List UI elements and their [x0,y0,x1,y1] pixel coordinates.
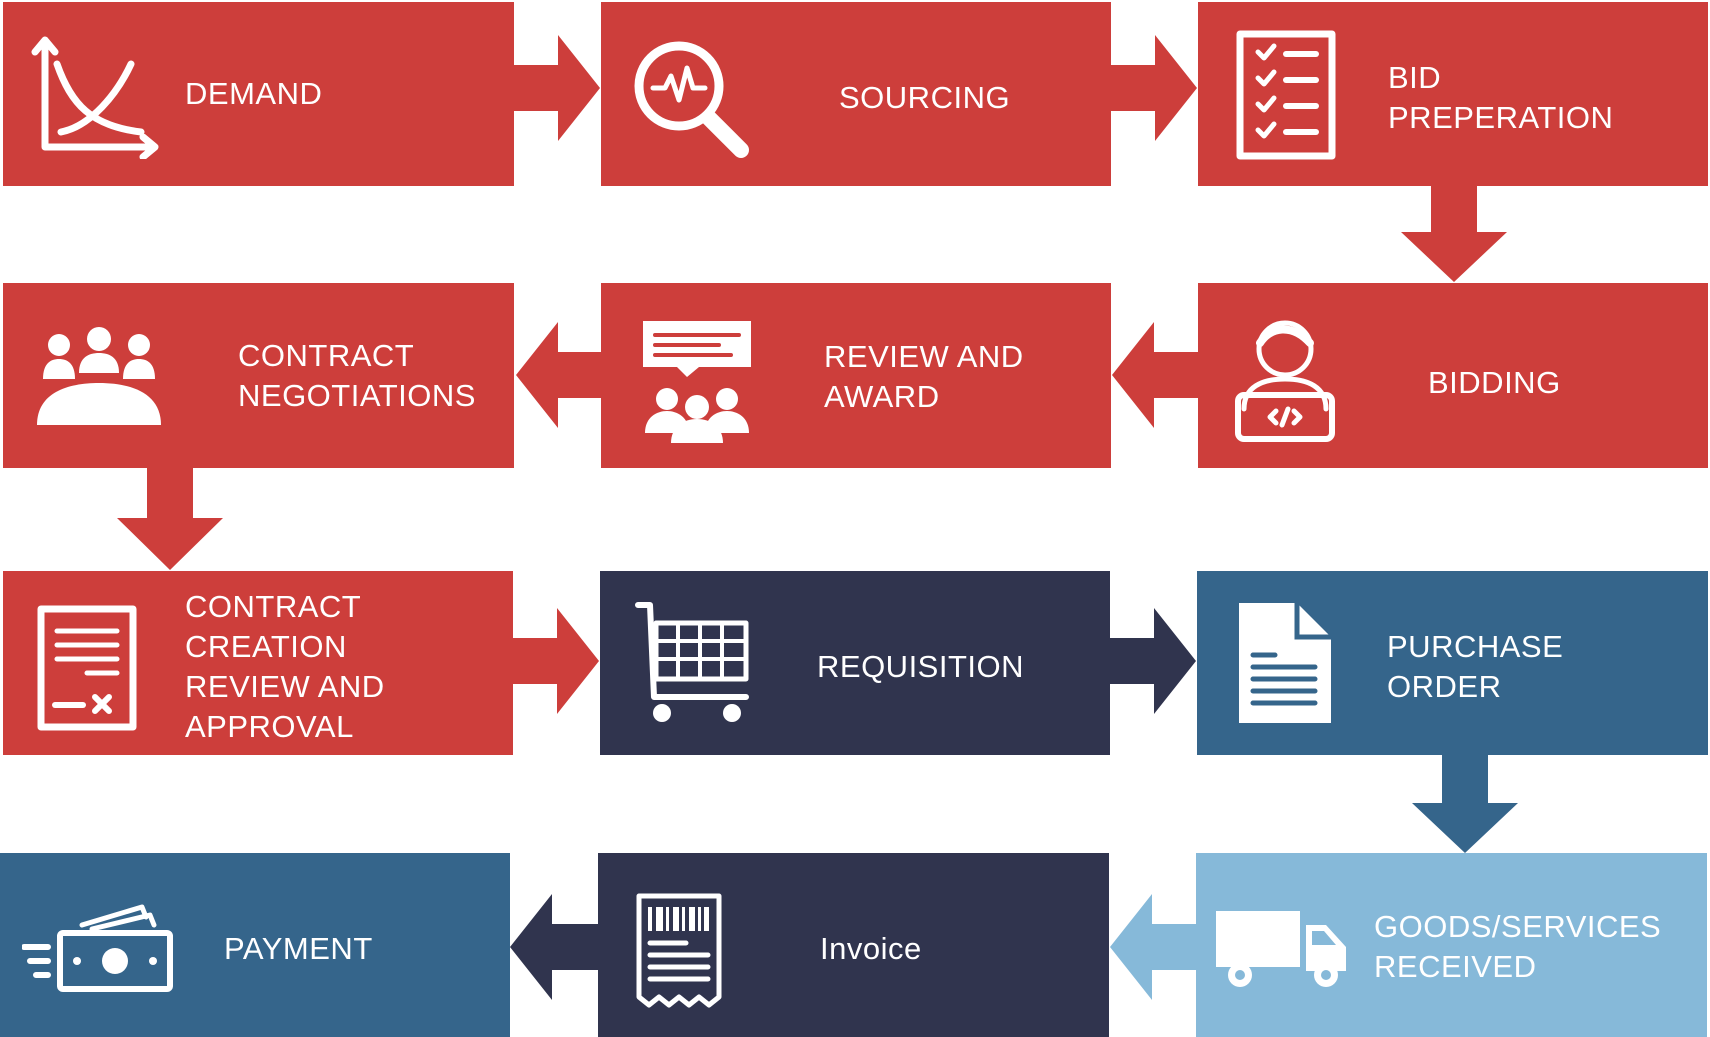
arrow-right [1110,608,1196,714]
step-label: DEMAND [185,76,323,111]
step-invoice: Invoice [598,853,1109,1037]
meeting-table-icon [37,327,161,425]
arrow-down [117,468,223,570]
arrow-right [513,608,599,714]
cash-icon [22,904,173,992]
developer-laptop-icon [1235,320,1335,442]
step-label: SOURCING [839,80,1011,115]
step-review-award: REVIEW AND AWARD [601,283,1111,468]
arrow-right [514,35,600,141]
magnifier-pulse-icon [634,41,749,158]
step-purchase-order: PURCHASE ORDER [1197,571,1708,755]
shopping-cart-icon [635,602,749,722]
arrow-left [1110,894,1197,1000]
step-contract-negotiations: CONTRACT NEGOTIATIONS [3,283,514,468]
step-label: Invoice [820,931,922,966]
step-label: PAYMENT [224,931,373,966]
step-label: REQUISITION [817,649,1025,684]
step-requisition: REQUISITION [600,571,1110,755]
step-contract-creation: CONTRACT CREATION REVIEW AND APPROVAL [3,571,513,755]
step-payment: PAYMENT [0,853,510,1037]
step-label: PURCHASE ORDER [1387,629,1564,704]
step-label: CONTRACT NEGOTIATIONS [238,338,476,413]
step-label: REVIEW AND AWARD [824,339,1024,414]
arrow-down [1412,755,1518,853]
arrow-left [516,322,602,428]
arrow-left [510,894,598,1000]
document-icon [1239,603,1331,723]
step-bidding: BIDDING [1198,283,1708,468]
demand-curve-icon [31,36,159,159]
arrow-left [1112,322,1199,428]
step-label: CONTRACT CREATION REVIEW AND APPROVAL [185,589,385,744]
delivery-truck-icon [1216,911,1346,987]
arrow-down [1401,186,1507,282]
step-label: BID PREPERATION [1388,60,1614,135]
step-label: GOODS/SERVICES RECEIVED [1374,909,1662,984]
step-goods-received: GOODS/SERVICES RECEIVED [1196,853,1707,1037]
receipt-icon [636,893,722,1008]
step-bid-preparation: BID PREPERATION [1198,2,1708,186]
chat-group-icon [643,321,751,443]
step-label: BIDDING [1428,365,1561,400]
signed-document-icon [37,605,137,731]
step-sourcing: SOURCING [601,2,1111,186]
checklist-icon [1236,30,1336,160]
arrow-right [1111,35,1197,141]
step-demand: DEMAND [3,2,514,186]
